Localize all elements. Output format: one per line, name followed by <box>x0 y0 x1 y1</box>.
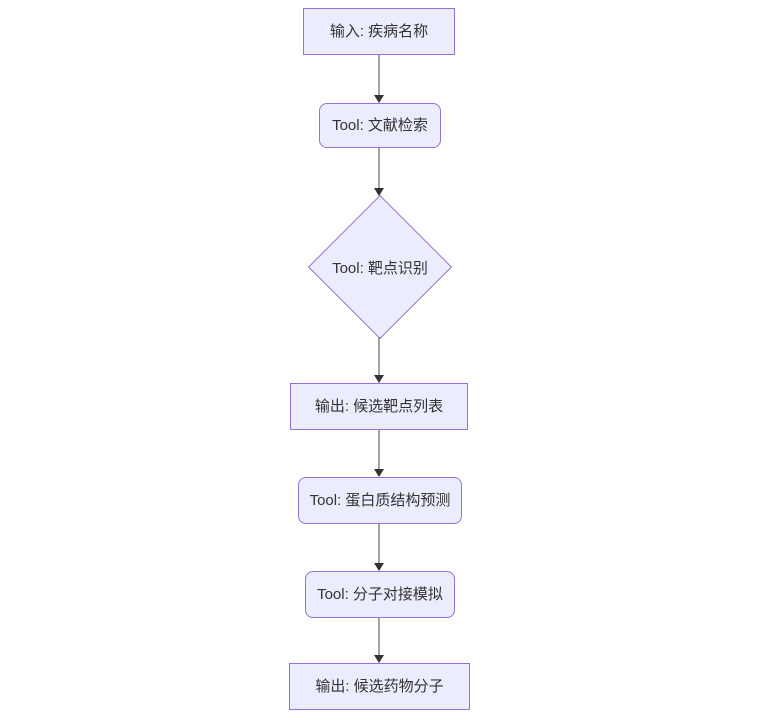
node-decision-target-identification: Tool: 靶点识别 <box>307 194 453 340</box>
node-input-disease-name: 输入: 疾病名称 <box>303 8 455 55</box>
arrowhead-icon <box>374 375 384 383</box>
edge-line <box>378 337 380 376</box>
arrowhead-icon <box>374 188 384 196</box>
node-tool-literature-search: Tool: 文献检索 <box>319 103 441 148</box>
node-output-candidate-target-list: 输出: 候选靶点列表 <box>290 383 468 430</box>
node-tool-protein-structure-prediction: Tool: 蛋白质结构预测 <box>298 477 462 524</box>
edge-line <box>378 148 380 189</box>
arrowhead-icon <box>374 469 384 477</box>
edge-literature-search-to-target-identification <box>373 148 385 196</box>
edge-target-list-to-protein-structure <box>373 430 385 477</box>
edge-protein-structure-to-docking <box>373 524 385 571</box>
edge-target-identification-to-target-list <box>373 337 385 383</box>
edge-line <box>378 524 380 564</box>
node-output-candidate-drug-molecules: 输出: 候选药物分子 <box>289 663 470 710</box>
edge-input-to-literature-search <box>373 55 385 103</box>
edge-line <box>378 618 380 656</box>
arrowhead-icon <box>374 95 384 103</box>
node-tool-molecular-docking-simulation: Tool: 分子对接模拟 <box>305 571 455 618</box>
edge-docking-to-drug-molecules <box>373 618 385 663</box>
edge-line <box>378 430 380 470</box>
edge-line <box>378 55 380 96</box>
node-decision-target-identification-label: Tool: 靶点识别 <box>332 259 428 277</box>
arrowhead-icon <box>374 563 384 571</box>
arrowhead-icon <box>374 655 384 663</box>
